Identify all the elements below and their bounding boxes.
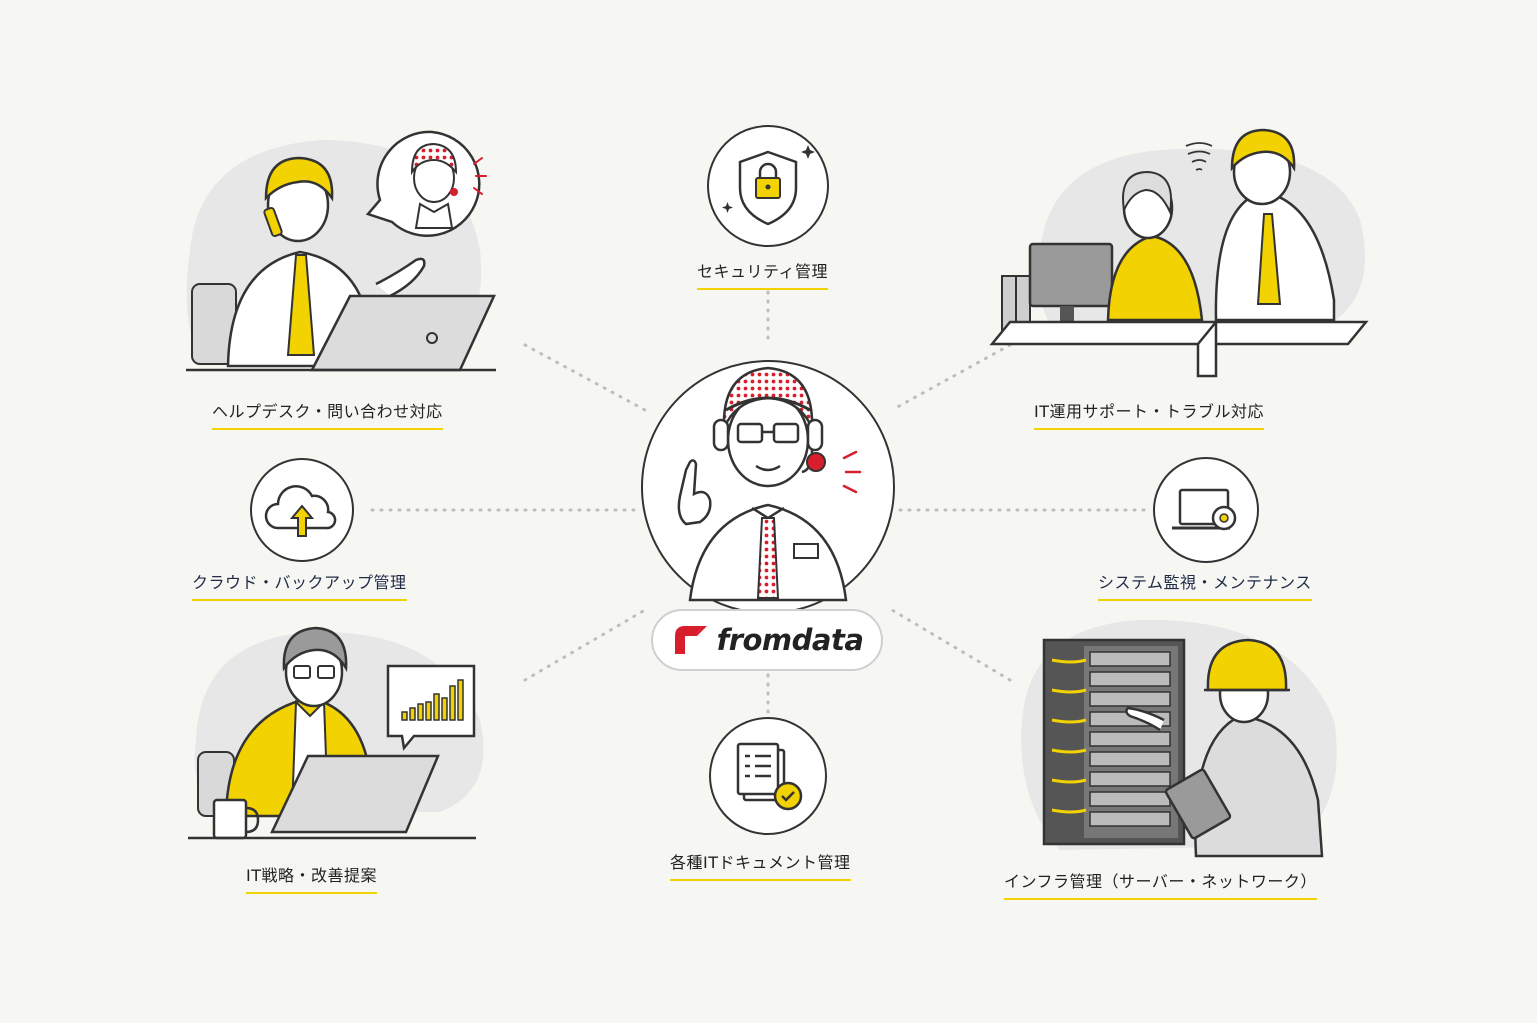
label-monitoring: システム監視・メンテナンス (1098, 569, 1312, 601)
infra-illustration (1021, 619, 1337, 858)
label-security: セキュリティ管理 (697, 258, 829, 290)
helpdesk-illustration (186, 130, 496, 372)
brand-name: fromdata (716, 623, 864, 657)
label-documents: 各種ITドキュメント管理 (670, 849, 851, 881)
cloud-upload-icon (250, 458, 354, 562)
fromdata-logo-icon (674, 626, 707, 654)
fromdata-logo-badge: fromdata (651, 609, 883, 671)
label-infra: インフラ管理（サーバー・ネットワーク） (1004, 868, 1317, 900)
center-operator (641, 360, 895, 614)
label-strategy: IT戦略・改善提案 (246, 862, 377, 894)
laptop-gear-icon (1153, 457, 1259, 563)
shield-lock-icon (707, 125, 829, 247)
label-helpdesk: ヘルプデスク・問い合わせ対応 (212, 398, 443, 430)
connector-lines (370, 290, 1152, 720)
strategy-illustration (188, 626, 484, 840)
label-it-ops: IT運用サポート・トラブル対応 (1034, 398, 1264, 430)
label-cloud: クラウド・バックアップ管理 (192, 569, 407, 601)
document-check-icon (709, 717, 827, 835)
it-ops-illustration (989, 128, 1369, 378)
